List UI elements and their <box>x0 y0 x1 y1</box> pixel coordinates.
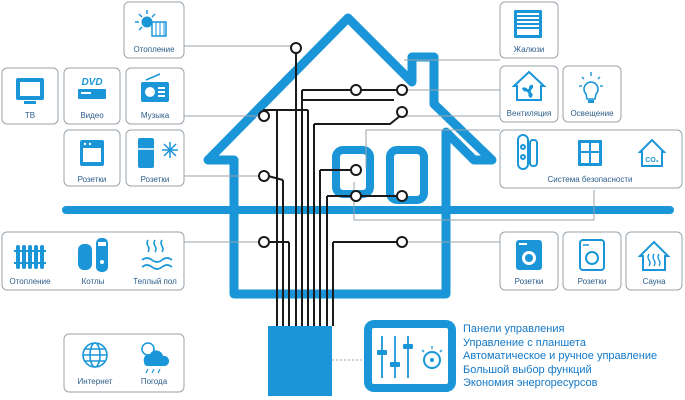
label-weather: Погода <box>141 377 168 386</box>
washer-icon <box>516 240 542 270</box>
house-outline <box>203 13 497 299</box>
weather-icon <box>141 342 170 374</box>
label-blinds: Жалюзи <box>514 45 545 54</box>
device-sauna: Сауна <box>625 231 683 291</box>
label-lighting: Освещение <box>570 109 614 118</box>
ventilation-icon <box>511 70 547 101</box>
house-door-square <box>386 146 428 204</box>
tablet-sliders-icon <box>364 320 456 392</box>
device-security: CO₂ Система безопасности <box>499 129 683 189</box>
wiring <box>263 52 401 326</box>
label-warm-floor: Теплый пол <box>133 277 177 286</box>
blue-axis-bar <box>62 206 674 214</box>
blinds-icon <box>514 10 542 38</box>
label-heating-bottom: Отопление <box>9 277 51 286</box>
label-video: Видео <box>80 111 104 120</box>
label-sockets-4: Розетки <box>578 277 607 286</box>
feature-item: Автоматическое и ручное управление <box>463 350 658 363</box>
device-heating-top: Отопление <box>123 1 185 59</box>
feature-list: Панели управления Управление с планшета … <box>463 323 657 391</box>
co2-house-icon: CO₂ <box>637 138 667 167</box>
device-ventilation: Вентиляция <box>499 65 559 123</box>
central-controller <box>268 326 332 396</box>
label-security: Система безопасности <box>547 175 632 184</box>
door-sensor-icon <box>517 134 538 170</box>
tv-icon <box>16 78 44 104</box>
feature-item: Экономия энергоресурсов <box>463 377 598 390</box>
label-heating-top: Отопление <box>133 45 175 54</box>
connection-nodes <box>258 42 408 248</box>
label-sockets-2: Розетки <box>141 175 170 184</box>
device-group-online: Интернет Погода <box>63 333 185 393</box>
lightbulb-icon <box>579 72 603 103</box>
oven-icon <box>80 140 104 166</box>
warm-floor-icon <box>141 239 173 270</box>
label-tv: ТВ <box>25 111 35 120</box>
device-sockets-4: Розетки <box>562 231 622 291</box>
radio-icon <box>141 73 169 102</box>
device-sockets-1: Розетки <box>63 129 121 187</box>
label-music: Музыка <box>141 111 170 120</box>
svg-text:CO₂: CO₂ <box>645 157 659 164</box>
feature-item: Панели управления <box>463 323 565 335</box>
feature-item: Управление с планшета <box>463 336 586 349</box>
label-ventilation: Вентиляция <box>507 109 552 118</box>
boiler-icon <box>78 238 108 272</box>
device-sockets-2: Розетки <box>125 129 185 187</box>
label-internet: Интернет <box>78 377 113 386</box>
svg-text:DVD: DVD <box>81 77 102 88</box>
label-sockets-1: Розетки <box>78 175 107 184</box>
label-sauna: Сауна <box>642 277 666 286</box>
dvd-icon: DVD <box>78 77 106 99</box>
device-lighting: Освещение <box>562 65 622 123</box>
sauna-icon <box>637 240 671 271</box>
device-video: DVD Видео <box>63 67 121 125</box>
device-group-heating: Отопление Котлы Теплый пол <box>1 231 185 291</box>
device-tv: ТВ <box>1 67 59 125</box>
dryer-icon <box>579 239 605 271</box>
window-icon <box>578 140 602 166</box>
globe-icon <box>82 342 108 368</box>
device-music: Музыка <box>125 67 185 125</box>
device-blinds: Жалюзи <box>499 1 559 59</box>
fridge-snow-icon <box>138 138 178 168</box>
feature-item: Большой выбор функций <box>463 363 592 376</box>
device-sockets-3: Розетки <box>499 231 559 291</box>
sun-radiator-icon <box>135 10 167 37</box>
label-boilers: Котлы <box>82 277 105 286</box>
radiator-icon <box>14 245 46 269</box>
label-sockets-3: Розетки <box>515 277 544 286</box>
